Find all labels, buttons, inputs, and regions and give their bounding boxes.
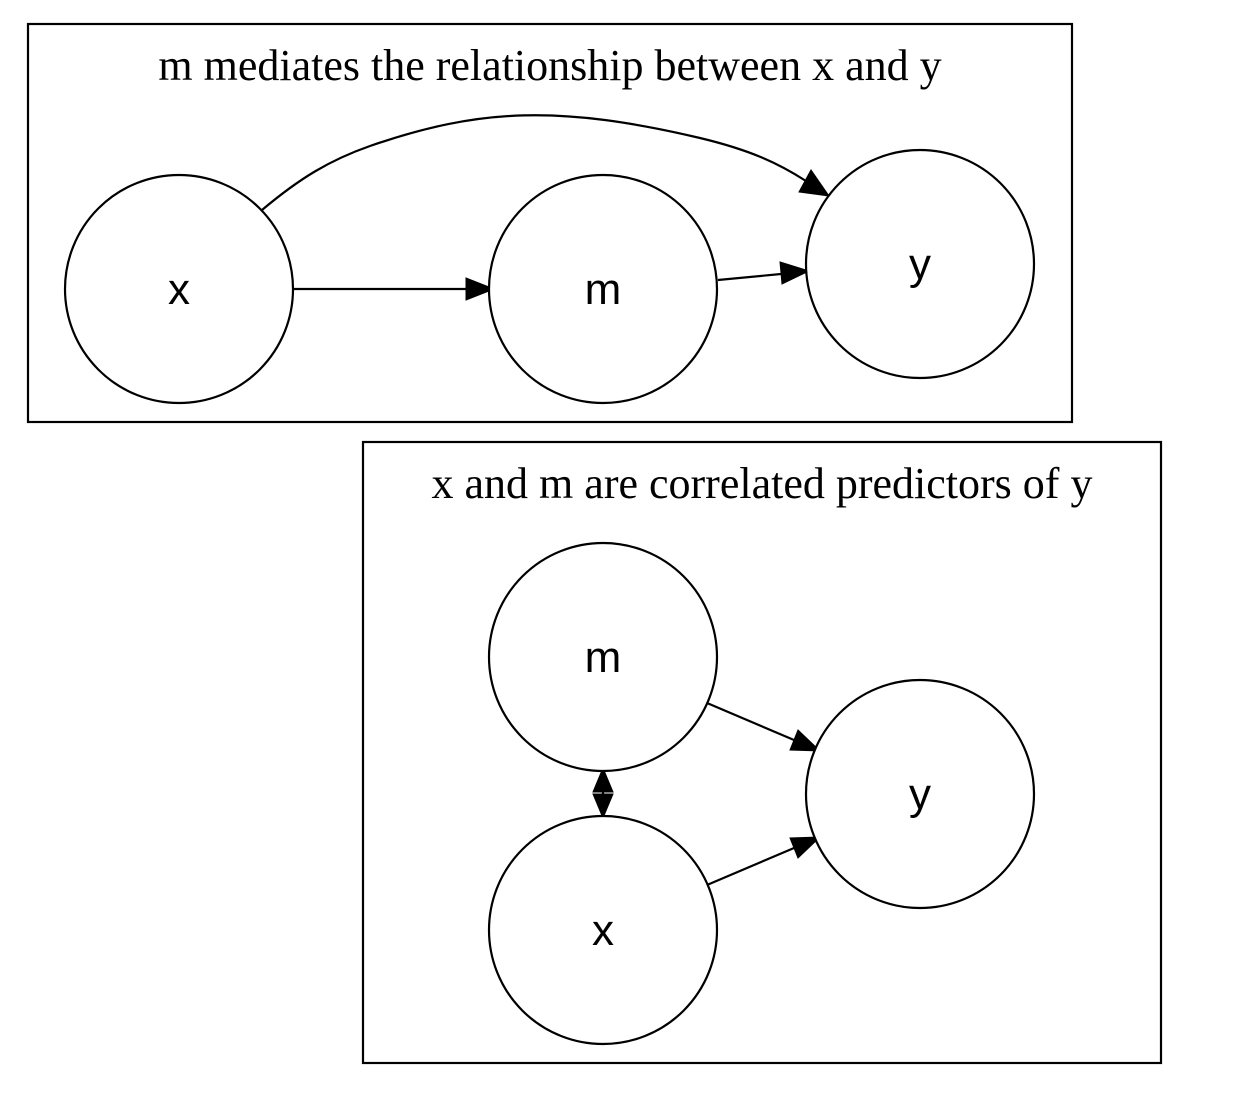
- arrowhead-x-to-y: [798, 169, 831, 197]
- arrowhead-x-to-m: [465, 277, 496, 301]
- correlated-panel-title: x and m are correlated predictors of y: [432, 459, 1093, 508]
- node-x-circle: [63, 173, 295, 405]
- edge-m-to-y-2: [706, 701, 795, 742]
- node-m-2: m: [487, 541, 719, 773]
- node-y-2: y: [804, 678, 1036, 910]
- node-m-2-label: m: [585, 633, 622, 682]
- node-x-2: x: [487, 814, 719, 1046]
- node-m-circle: [487, 173, 719, 405]
- arrowhead-correlation-up: [592, 766, 614, 793]
- node-y-circle: [804, 148, 1036, 380]
- node-x-2-label: x: [592, 906, 614, 955]
- arrowhead-m-to-y-2: [789, 729, 822, 752]
- correlated-panel-frame: [361, 440, 1163, 1065]
- arrowhead-x-to-y-2: [789, 836, 822, 859]
- node-y-2-circle: [804, 678, 1036, 910]
- node-m-2-circle: [487, 541, 719, 773]
- edge-x-to-y-2: [706, 846, 795, 887]
- arrowhead-m-to-y: [779, 261, 811, 285]
- node-m-label: m: [585, 265, 622, 314]
- node-x: x: [63, 173, 295, 405]
- node-m: m: [487, 173, 719, 405]
- mediation-panel-frame: [26, 22, 1074, 424]
- mediation-panel: m mediates the relationship between x an…: [26, 22, 1074, 424]
- node-y: y: [804, 148, 1036, 380]
- node-x-label: x: [168, 265, 190, 314]
- node-y-2-label: y: [909, 770, 931, 819]
- correlated-panel: x and m are correlated predictors of y m…: [361, 440, 1163, 1065]
- arrowhead-correlation-down: [592, 793, 614, 820]
- edge-m-to-y: [717, 272, 782, 282]
- edge-x-to-y: [261, 114, 807, 211]
- mediation-panel-title: m mediates the relationship between x an…: [158, 41, 941, 90]
- node-x-2-circle: [487, 814, 719, 1046]
- node-y-label: y: [909, 240, 931, 289]
